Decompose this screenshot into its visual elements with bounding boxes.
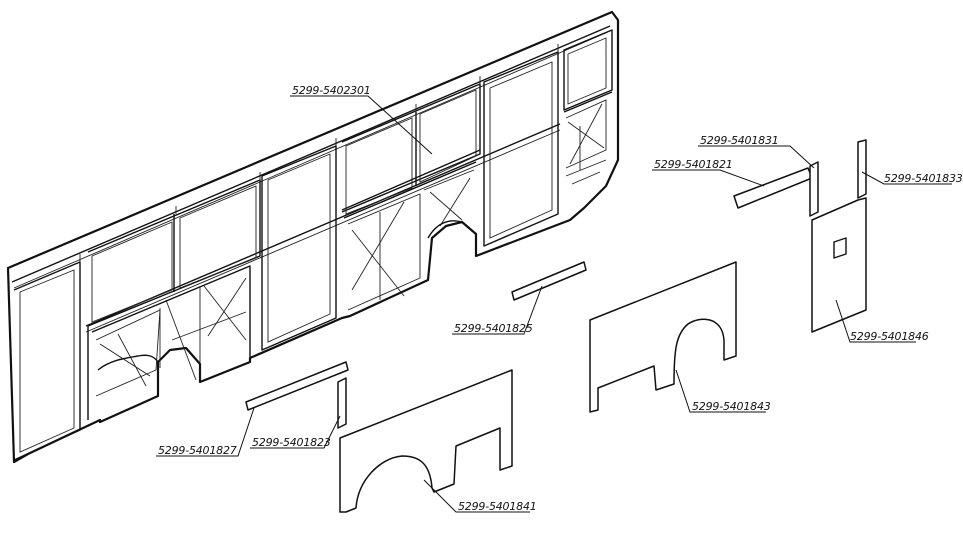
callout-rail-left: 5299-5401827 [158, 444, 237, 457]
rail-5401827 [245, 361, 349, 411]
callout-post-right: 5299-5401833 [884, 172, 963, 185]
callout-strip-mid: 5299-5401821 [654, 158, 733, 171]
callout-strip-upper: 5299-5401831 [700, 134, 779, 147]
side-wall-frame [6, 10, 620, 464]
rail-5401825 [511, 261, 587, 301]
leader-lines [156, 95, 952, 513]
callout-panel-right: 5299-5401846 [850, 330, 929, 343]
post-5401833 [857, 139, 867, 199]
panel-5401841 [339, 369, 513, 513]
panel-5401843 [589, 261, 737, 413]
post-5401823 [337, 377, 347, 429]
callout-rail-center: 5299-5401825 [454, 322, 533, 335]
callout-panel-left: 5299-5401841 [458, 500, 537, 513]
callout-panel-center: 5299-5401843 [692, 400, 771, 413]
panel-5401846 [811, 197, 867, 333]
post-5401831 [809, 161, 819, 217]
callout-post-left: 5299-5401823 [252, 436, 331, 449]
strip-5401821 [733, 167, 813, 209]
callout-roof-frame: 5299-5402301 [292, 84, 371, 97]
